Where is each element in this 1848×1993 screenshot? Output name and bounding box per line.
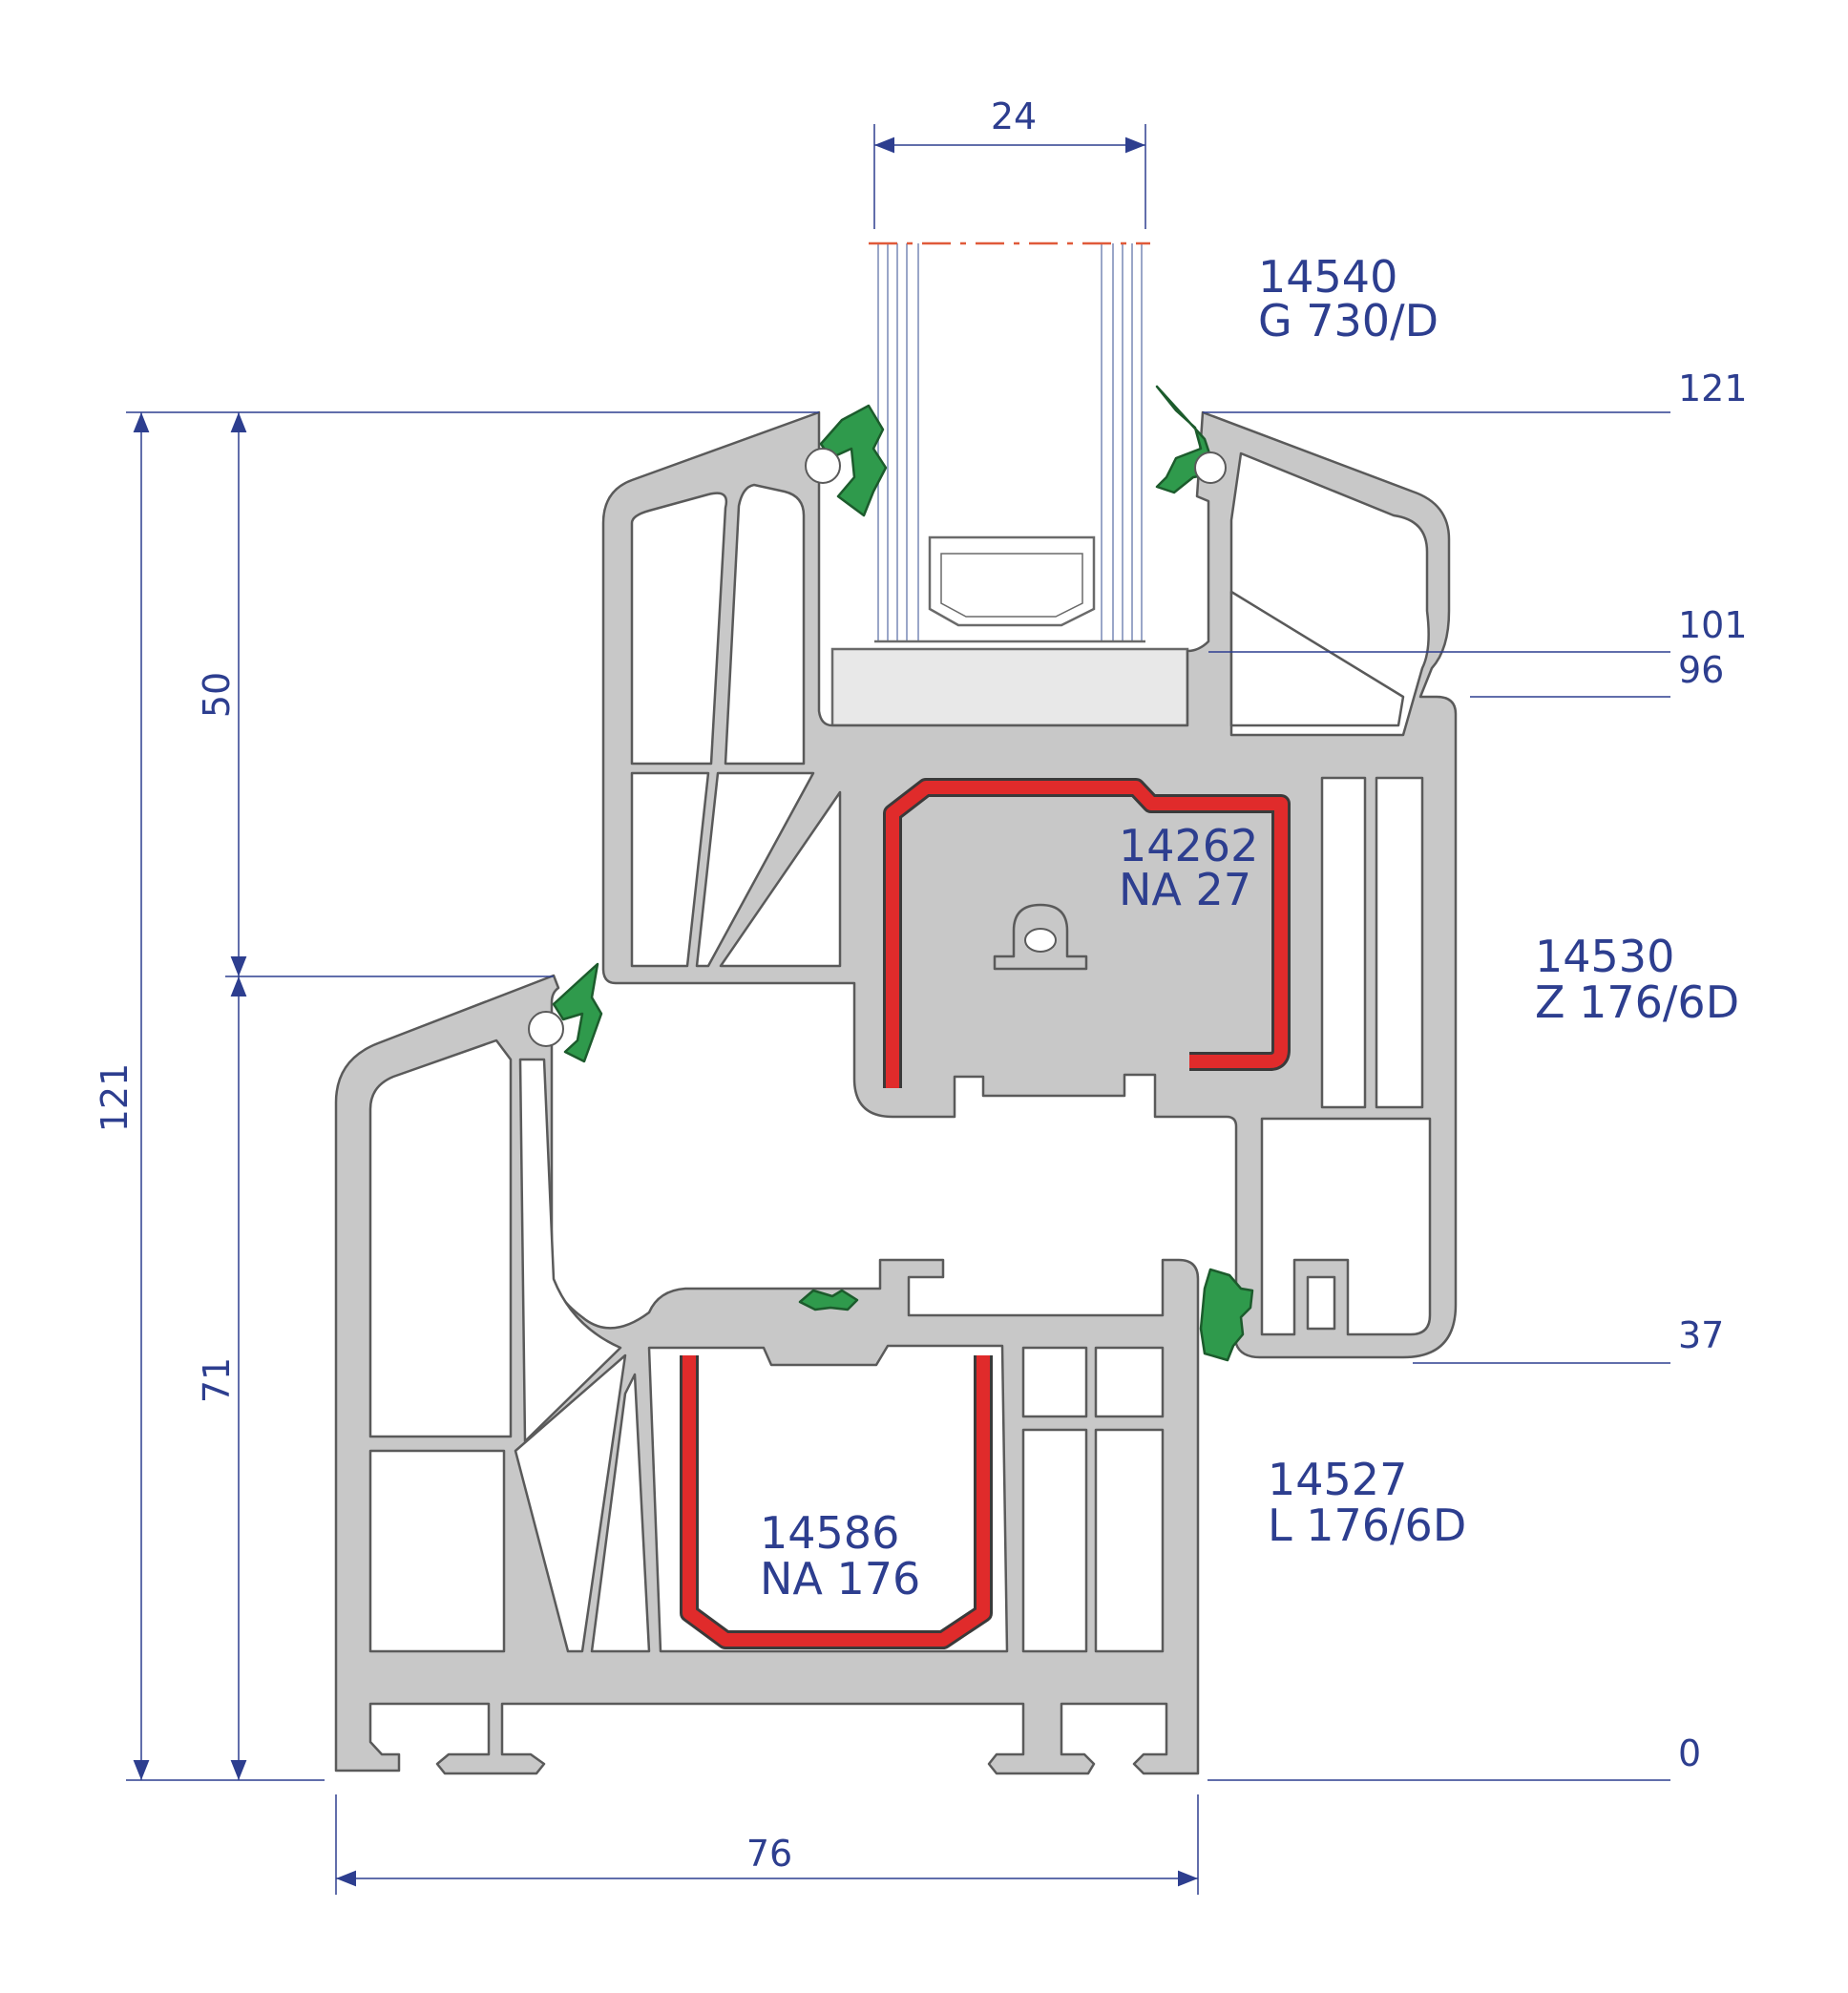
- frame-profile-code: 14527: [1268, 1454, 1407, 1505]
- dimension-lines: [126, 124, 1670, 1895]
- frame-profile-name: L 176/6D: [1268, 1500, 1466, 1551]
- sash-profile-code: 14530: [1535, 931, 1674, 982]
- frame-steel-code: 14586: [760, 1507, 899, 1559]
- sash-profile-name: Z 176/6D: [1535, 976, 1739, 1028]
- gasket-outer-sash: [819, 404, 888, 517]
- level-101-label: 101: [1678, 604, 1748, 646]
- glazing-unit: [830, 241, 1189, 727]
- level-0-label: 0: [1678, 1732, 1701, 1774]
- total-height-label: 121: [94, 1063, 136, 1133]
- gasket-middle: [798, 1289, 859, 1311]
- glazing-bead-code: 14540: [1258, 251, 1397, 303]
- sash-steel-code: 14262: [1119, 820, 1258, 871]
- level-96-label: 96: [1678, 649, 1724, 691]
- lower-height-label: 71: [196, 1357, 238, 1403]
- level-121-label: 121: [1678, 367, 1748, 409]
- glass-thickness-label: 24: [991, 95, 1037, 137]
- gasket-outer-frame: [552, 962, 603, 1063]
- labels: 24 76 121 50 71 121 101 96 37 0 14540 G …: [94, 95, 1748, 1875]
- gasket-center: [1199, 1268, 1254, 1362]
- sash-profile-14530: [601, 410, 1458, 1359]
- upper-height-label: 50: [196, 672, 238, 718]
- level-37-label: 37: [1678, 1314, 1724, 1356]
- frame-steel-name: NA 176: [760, 1553, 920, 1605]
- glazing-bead-name: G 730/D: [1258, 295, 1438, 346]
- frame-profile-14527: [334, 974, 1200, 1775]
- frame-width-label: 76: [746, 1833, 792, 1875]
- sash-steel-name: NA 27: [1119, 864, 1251, 915]
- gaskets: [528, 385, 1254, 1362]
